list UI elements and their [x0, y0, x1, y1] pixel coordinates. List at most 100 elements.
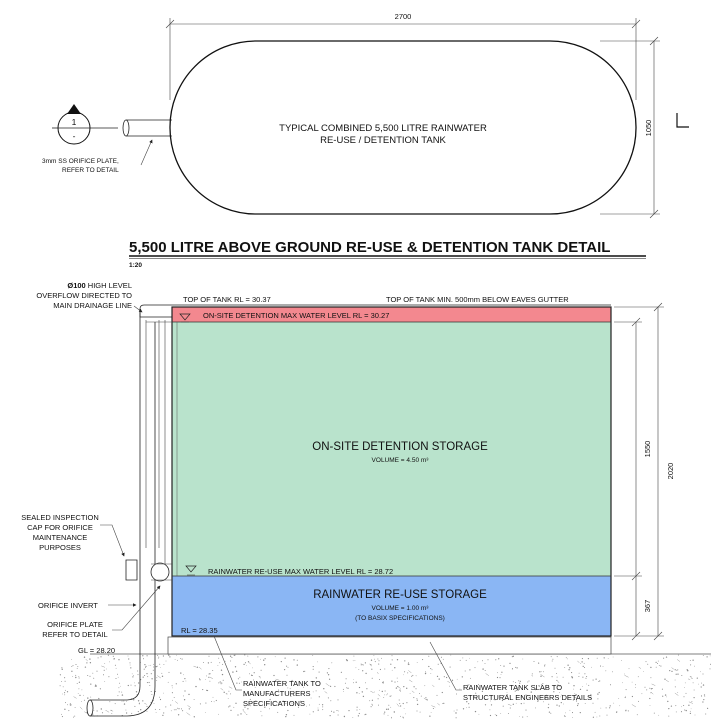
ground-dot [664, 678, 666, 680]
ground-dot [544, 697, 546, 699]
ground-dot [312, 711, 314, 713]
ground-dot [225, 693, 227, 695]
ground-dot [160, 666, 161, 668]
ground-dot [512, 667, 514, 669]
ground-dot [512, 655, 514, 657]
ground-dot [222, 663, 224, 665]
ground-dot [296, 664, 298, 666]
ground-dot [231, 656, 233, 658]
ground-hatch-mark [360, 663, 364, 666]
ground-dot [609, 707, 611, 709]
ground-dot [185, 680, 187, 682]
ground-dot [489, 700, 491, 702]
ground-dot [121, 700, 123, 702]
ground-dot [235, 670, 238, 672]
ground-dot [165, 706, 167, 708]
ground-dot [693, 689, 695, 691]
ground-dot [649, 705, 651, 706]
ground-dot [143, 668, 145, 670]
ground-dot [582, 676, 584, 678]
ground-dot [180, 658, 182, 660]
ground-dot [81, 700, 82, 702]
ground-dot [528, 680, 530, 682]
ground-dot [675, 673, 677, 675]
ground-dot [64, 694, 66, 696]
ground-dot [572, 717, 573, 718]
ground-dot [685, 709, 687, 712]
ground-dot [445, 676, 448, 679]
ground-dot [125, 712, 128, 714]
ground-dot [628, 668, 630, 670]
ground-dot [230, 660, 232, 662]
ground-hatch-mark [85, 659, 88, 662]
ground-dot [523, 702, 525, 704]
ground-dot [358, 712, 360, 715]
ground-dot [552, 658, 554, 660]
ground-dot [322, 706, 324, 708]
ground-dot [387, 714, 389, 716]
ground-dot [515, 681, 517, 684]
ground-dot [97, 657, 99, 659]
ground-dot [77, 666, 79, 668]
ground-dot [415, 688, 417, 690]
ground-dot [148, 665, 150, 666]
ground-dot [62, 686, 64, 688]
ground-hatch-mark [79, 706, 83, 710]
width-dimension-label: 2700 [395, 12, 412, 21]
detention-max-level-label: ON-SITE DETENTION MAX WATER LEVEL RL = 3… [203, 311, 389, 320]
ground-dot [701, 682, 703, 684]
ground-dot [379, 679, 380, 680]
ground-dot [453, 710, 455, 712]
ground-dot [365, 682, 366, 684]
ground-hatch-mark [219, 681, 223, 684]
ground-dot [232, 671, 234, 673]
ground-dot [137, 700, 140, 702]
ground-dot [377, 698, 379, 700]
ground-dot [114, 703, 116, 705]
ground-dot [338, 710, 339, 712]
ground-dot [74, 715, 76, 717]
ground-dot [609, 705, 611, 707]
ground-hatch-mark [687, 678, 691, 681]
ground-dot [95, 686, 97, 687]
ground-dot [611, 671, 613, 673]
ground-dot [79, 694, 81, 697]
ground-dot [69, 703, 71, 705]
ground-dot [501, 699, 504, 702]
ground-dot [694, 665, 695, 667]
ground-dot [706, 656, 708, 658]
ground-dot [208, 676, 210, 678]
ground-dot [384, 711, 386, 713]
ground-dot [219, 662, 221, 664]
dim-2020-label: 2020 [666, 463, 675, 480]
ground-dot [128, 658, 130, 660]
ground-dot [236, 682, 238, 684]
ground-dot [403, 708, 405, 709]
plan-tank-label-line2: RE-USE / DETENTION TANK [320, 135, 446, 146]
ground-dot [157, 657, 159, 659]
ground-dot [234, 654, 236, 656]
ground-hatch-mark [674, 692, 679, 696]
ground-dot [668, 715, 670, 717]
ground-dot [362, 670, 364, 672]
ground-dot [284, 657, 286, 659]
ground-dot [155, 665, 157, 668]
ground-dot [650, 677, 652, 679]
ground-dot [321, 704, 324, 706]
ground-dot [360, 664, 362, 666]
ground-dot [597, 693, 599, 695]
ground-dot [624, 696, 626, 699]
ground-dot [210, 661, 212, 663]
ground-dot [252, 667, 253, 669]
ground-dot [251, 674, 253, 677]
ground-dot [539, 671, 541, 673]
ground-dot [588, 684, 590, 686]
ground-dot [317, 707, 319, 709]
ground-hatch-mark [396, 703, 400, 707]
ground-dot [180, 708, 183, 710]
ground-dot [219, 680, 221, 682]
ground-hatch-mark [665, 679, 669, 683]
ground-dot [333, 711, 335, 713]
ground-dot [404, 671, 406, 673]
ground-dot [283, 668, 286, 671]
